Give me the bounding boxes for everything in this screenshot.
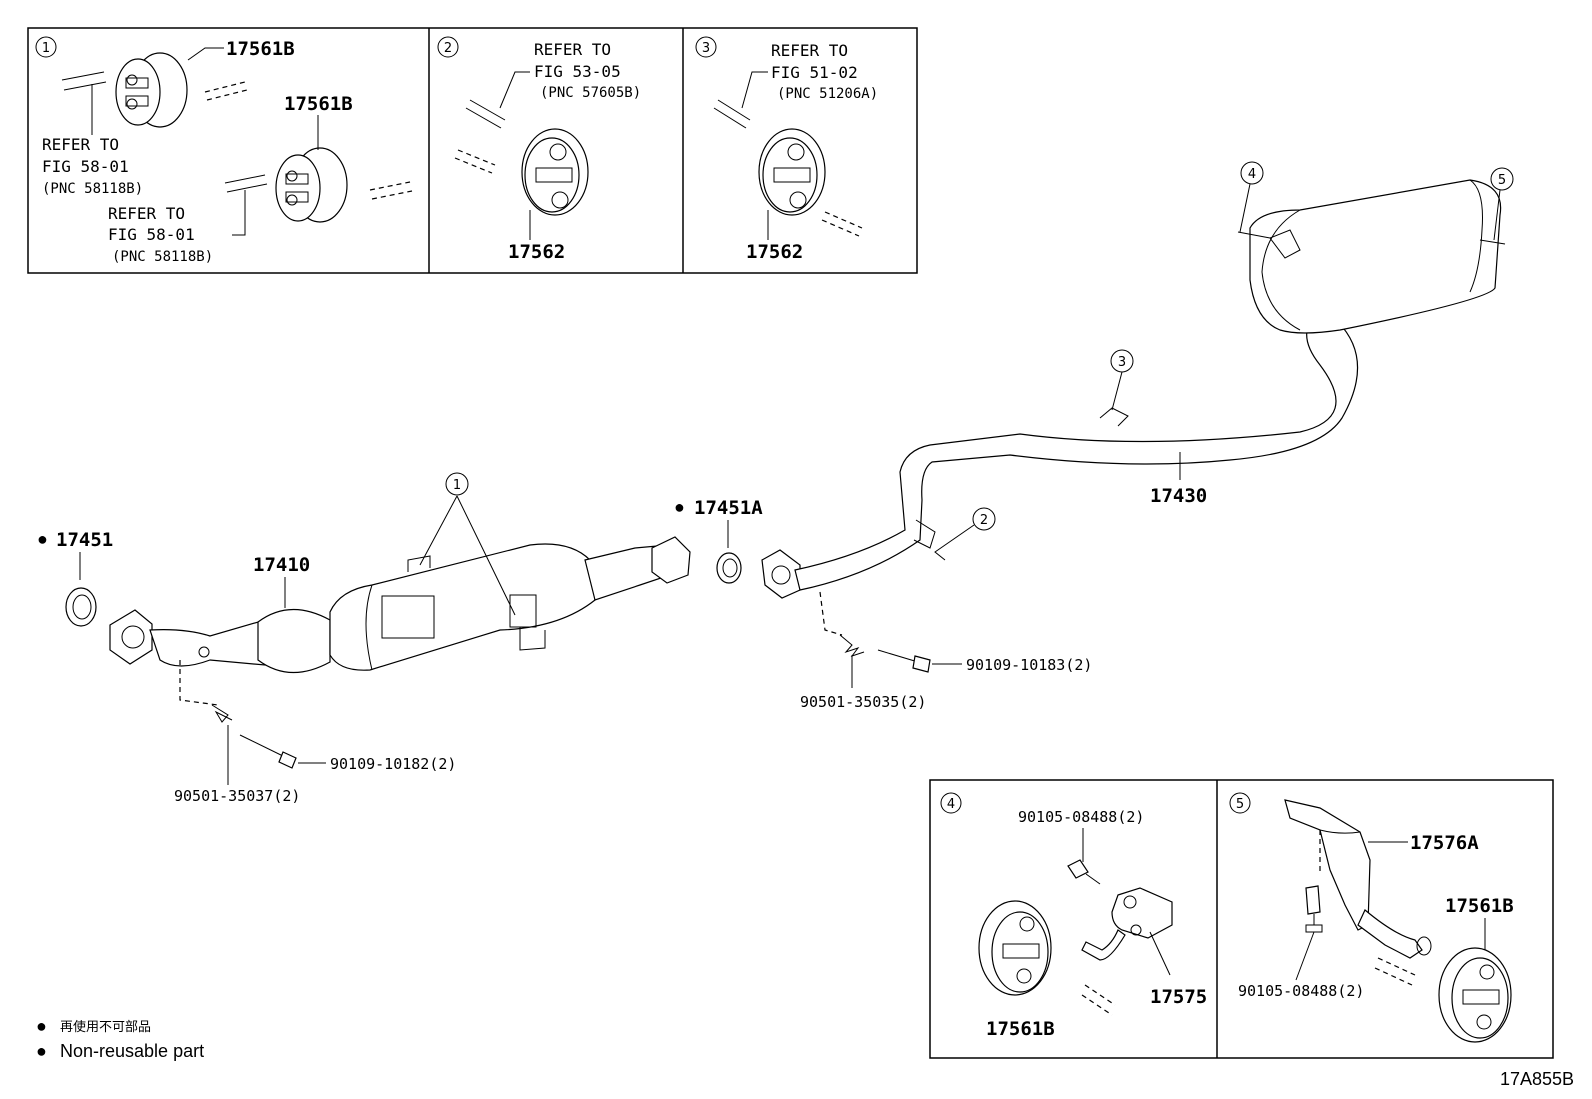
inset-5-bolt: 90105-08488(2) [1238,982,1364,1000]
callout-5: 5 [1498,173,1506,188]
insulator-17562-a [521,128,589,216]
converter-17410: 17410 1 [109,472,691,674]
gasket-front-label: 17451 [56,529,113,551]
legend-bullet-2: ● [36,1041,47,1061]
gasket-17451: ● 17451 [37,529,113,627]
gasket-mid-label: 17451A [694,497,763,519]
bracket-17576a [1284,799,1432,959]
inset-3-refer-3: (PNC 51206A) [777,86,878,102]
inset-5-bracket: 17576A [1410,832,1479,854]
inset-1-number: 1 [42,41,50,56]
inset-1-label-top: 17561B [226,38,295,60]
inset-5-number: 5 [1236,797,1244,812]
converter-label: 17410 [253,554,310,576]
inset-2-number: 2 [444,41,452,56]
inset-4-number: 4 [947,797,955,812]
inset-5-insulator: 17561B [1445,895,1514,917]
insulator-17561b-mid [275,147,348,223]
callout-2: 2 [980,513,988,528]
tail-pipe-17430: 17430 2 3 4 5 [761,161,1514,599]
inset-1-refer-b-1: REFER TO [108,204,185,223]
callout-1: 1 [453,478,461,493]
inset-5: 5 17576A 90105-08488(2) 17561B [1229,792,1514,1043]
inset-3-refer-2: FIG 51-02 [771,63,858,82]
legend-english: Non-reusable part [60,1041,204,1061]
insulator-17561b-inset5 [1438,947,1512,1043]
non-reusable-bullet-1: ● [37,529,48,549]
bolt-mid-label: 90109-10183(2) [966,656,1092,674]
inset-4-bolt: 90105-08488(2) [1018,808,1144,826]
legend-japanese: 再使用不可部品 [60,1019,151,1035]
inset-2: 2 REFER TO FIG 53-05 (PNC 57605B) 17562 [437,36,641,263]
figure-code: 17A855B [1500,1069,1574,1089]
mid-bolt-spring: 90109-10183(2) 90501-35035(2) [800,591,1092,711]
inset-2-refer-1: REFER TO [534,40,611,59]
inset-1-refer-b-2: FIG 58-01 [108,225,195,244]
spring-front-label: 90501-35037(2) [174,787,300,805]
inset-1-refer-a-1: REFER TO [42,135,119,154]
inset-1-refer-a-2: FIG 58-01 [42,157,129,176]
inset-4-insulator: 17561B [986,1018,1055,1040]
insulator-17561b-top [115,52,188,128]
legend: ● 再使用不可部品 ● Non-reusable part [36,1016,204,1061]
top-inset-frame [27,27,918,274]
non-reusable-bullet-2: ● [674,497,685,517]
callout-4: 4 [1248,167,1256,182]
legend-bullet-1: ● [36,1016,47,1036]
inset-1-refer-a-3: (PNC 58118B) [42,181,143,197]
tail-pipe-label: 17430 [1150,485,1207,507]
inset-3: 3 REFER TO FIG 51-02 (PNC 51206A) 17562 [695,36,878,263]
insulator-17562-b [758,128,826,216]
hanger-17575 [1081,887,1173,961]
inset-4: 4 90105-08488(2) 17575 17561B [940,792,1207,1040]
front-bolt-spring: 90109-10182(2) 90501-35037(2) [174,660,456,805]
inset-1-refer-b-3: (PNC 58118B) [112,249,213,265]
inset-2-part: 17562 [508,241,565,263]
callout-3: 3 [1118,355,1126,370]
inset-1: 1 17561B REFER TO FIG 58-01 (PNC 58118B) [35,36,413,265]
gasket-17451a: ● 17451A [674,497,763,584]
insulator-17561b-inset4 [978,900,1052,996]
inset-1-label-mid: 17561B [284,93,353,115]
spring-mid-label: 90501-35035(2) [800,693,926,711]
bottom-inset-frame [929,779,1554,1059]
inset-3-refer-1: REFER TO [771,41,848,60]
inset-4-hanger: 17575 [1150,986,1207,1008]
inset-3-number: 3 [702,41,710,56]
bolt-front-label: 90109-10182(2) [330,755,456,773]
inset-2-refer-3: (PNC 57605B) [540,85,641,101]
inset-3-part: 17562 [746,241,803,263]
inset-2-refer-2: FIG 53-05 [534,62,621,81]
